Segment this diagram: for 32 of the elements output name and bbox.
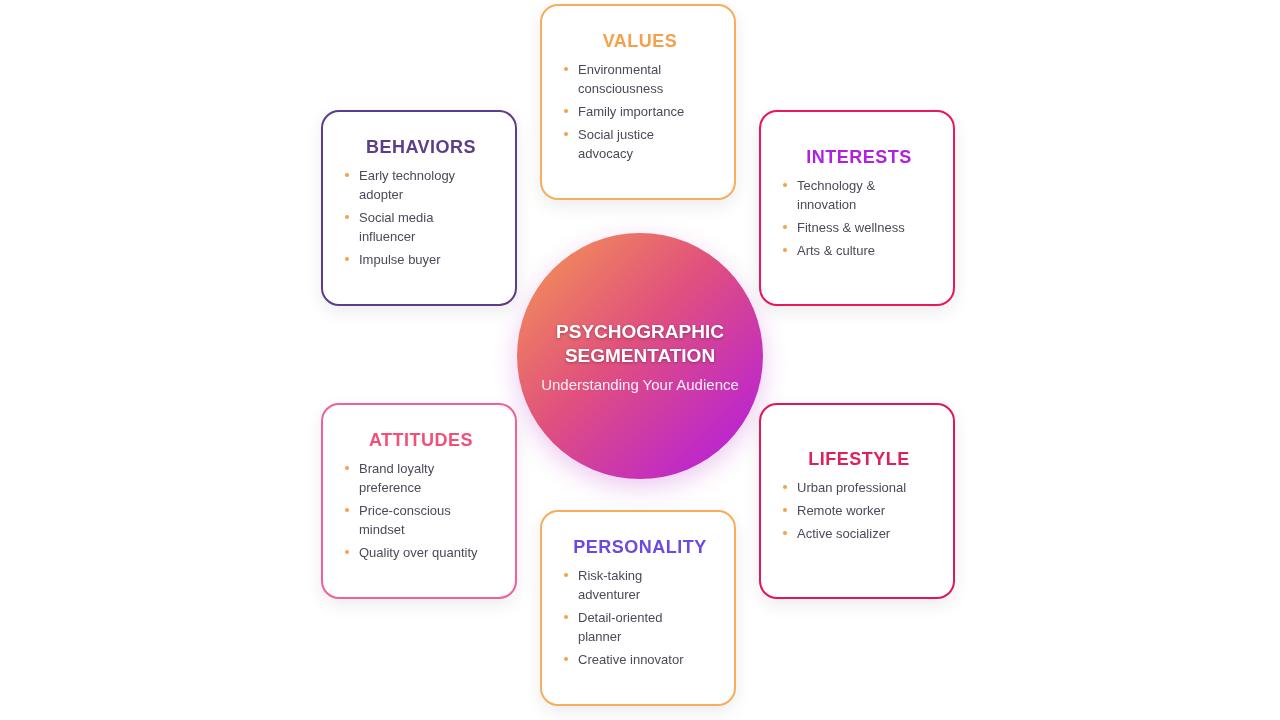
bullet-text: Brand loyalty preference [359, 460, 436, 497]
bullet-text: Arts & culture [797, 241, 876, 260]
bullet-text: Creative innovator [578, 651, 684, 669]
card-heading: ATTITUDES [367, 430, 475, 451]
bullet-text: Fitness & wellness [797, 218, 905, 237]
bullet-text: Price-conscious mindset [359, 502, 452, 539]
bullet-text: Environmental consciousness [578, 61, 665, 98]
bullet-text: Social media influencer [359, 209, 435, 246]
category-card [321, 403, 517, 599]
center-title: PSYCHOGRAPHIC SEGMENTATION [555, 319, 725, 368]
center-subtitle: Understanding Your Audience [541, 375, 739, 393]
card-heading: VALUES [601, 31, 679, 52]
bullet-text: Active socializer [797, 525, 891, 543]
bullet-text: Remote worker [797, 502, 886, 520]
card-heading: LIFESTYLE [807, 449, 911, 470]
category-card [321, 110, 517, 306]
bullet-text: Detail-oriented planner [578, 609, 664, 646]
bullet-text: Technology & innovation [797, 176, 877, 214]
card-heading: BEHAVIORS [364, 137, 478, 158]
category-card [540, 510, 736, 706]
bullet-text: Quality over quantity [359, 544, 478, 562]
category-card [540, 4, 736, 200]
bullet-text: Early technology adopter [359, 167, 457, 204]
bullet-text: Social justice advocacy [578, 126, 655, 163]
bullet-text: Impulse buyer [359, 251, 441, 269]
card-heading: INTERESTS [805, 146, 913, 168]
category-card [759, 110, 955, 306]
card-heading: PERSONALITY [572, 537, 708, 558]
bullet-text: Urban professional [797, 479, 907, 497]
category-card [759, 403, 955, 599]
bullet-text: Risk-taking adventurer [578, 567, 644, 604]
bullet-text: Family importance [578, 103, 685, 121]
